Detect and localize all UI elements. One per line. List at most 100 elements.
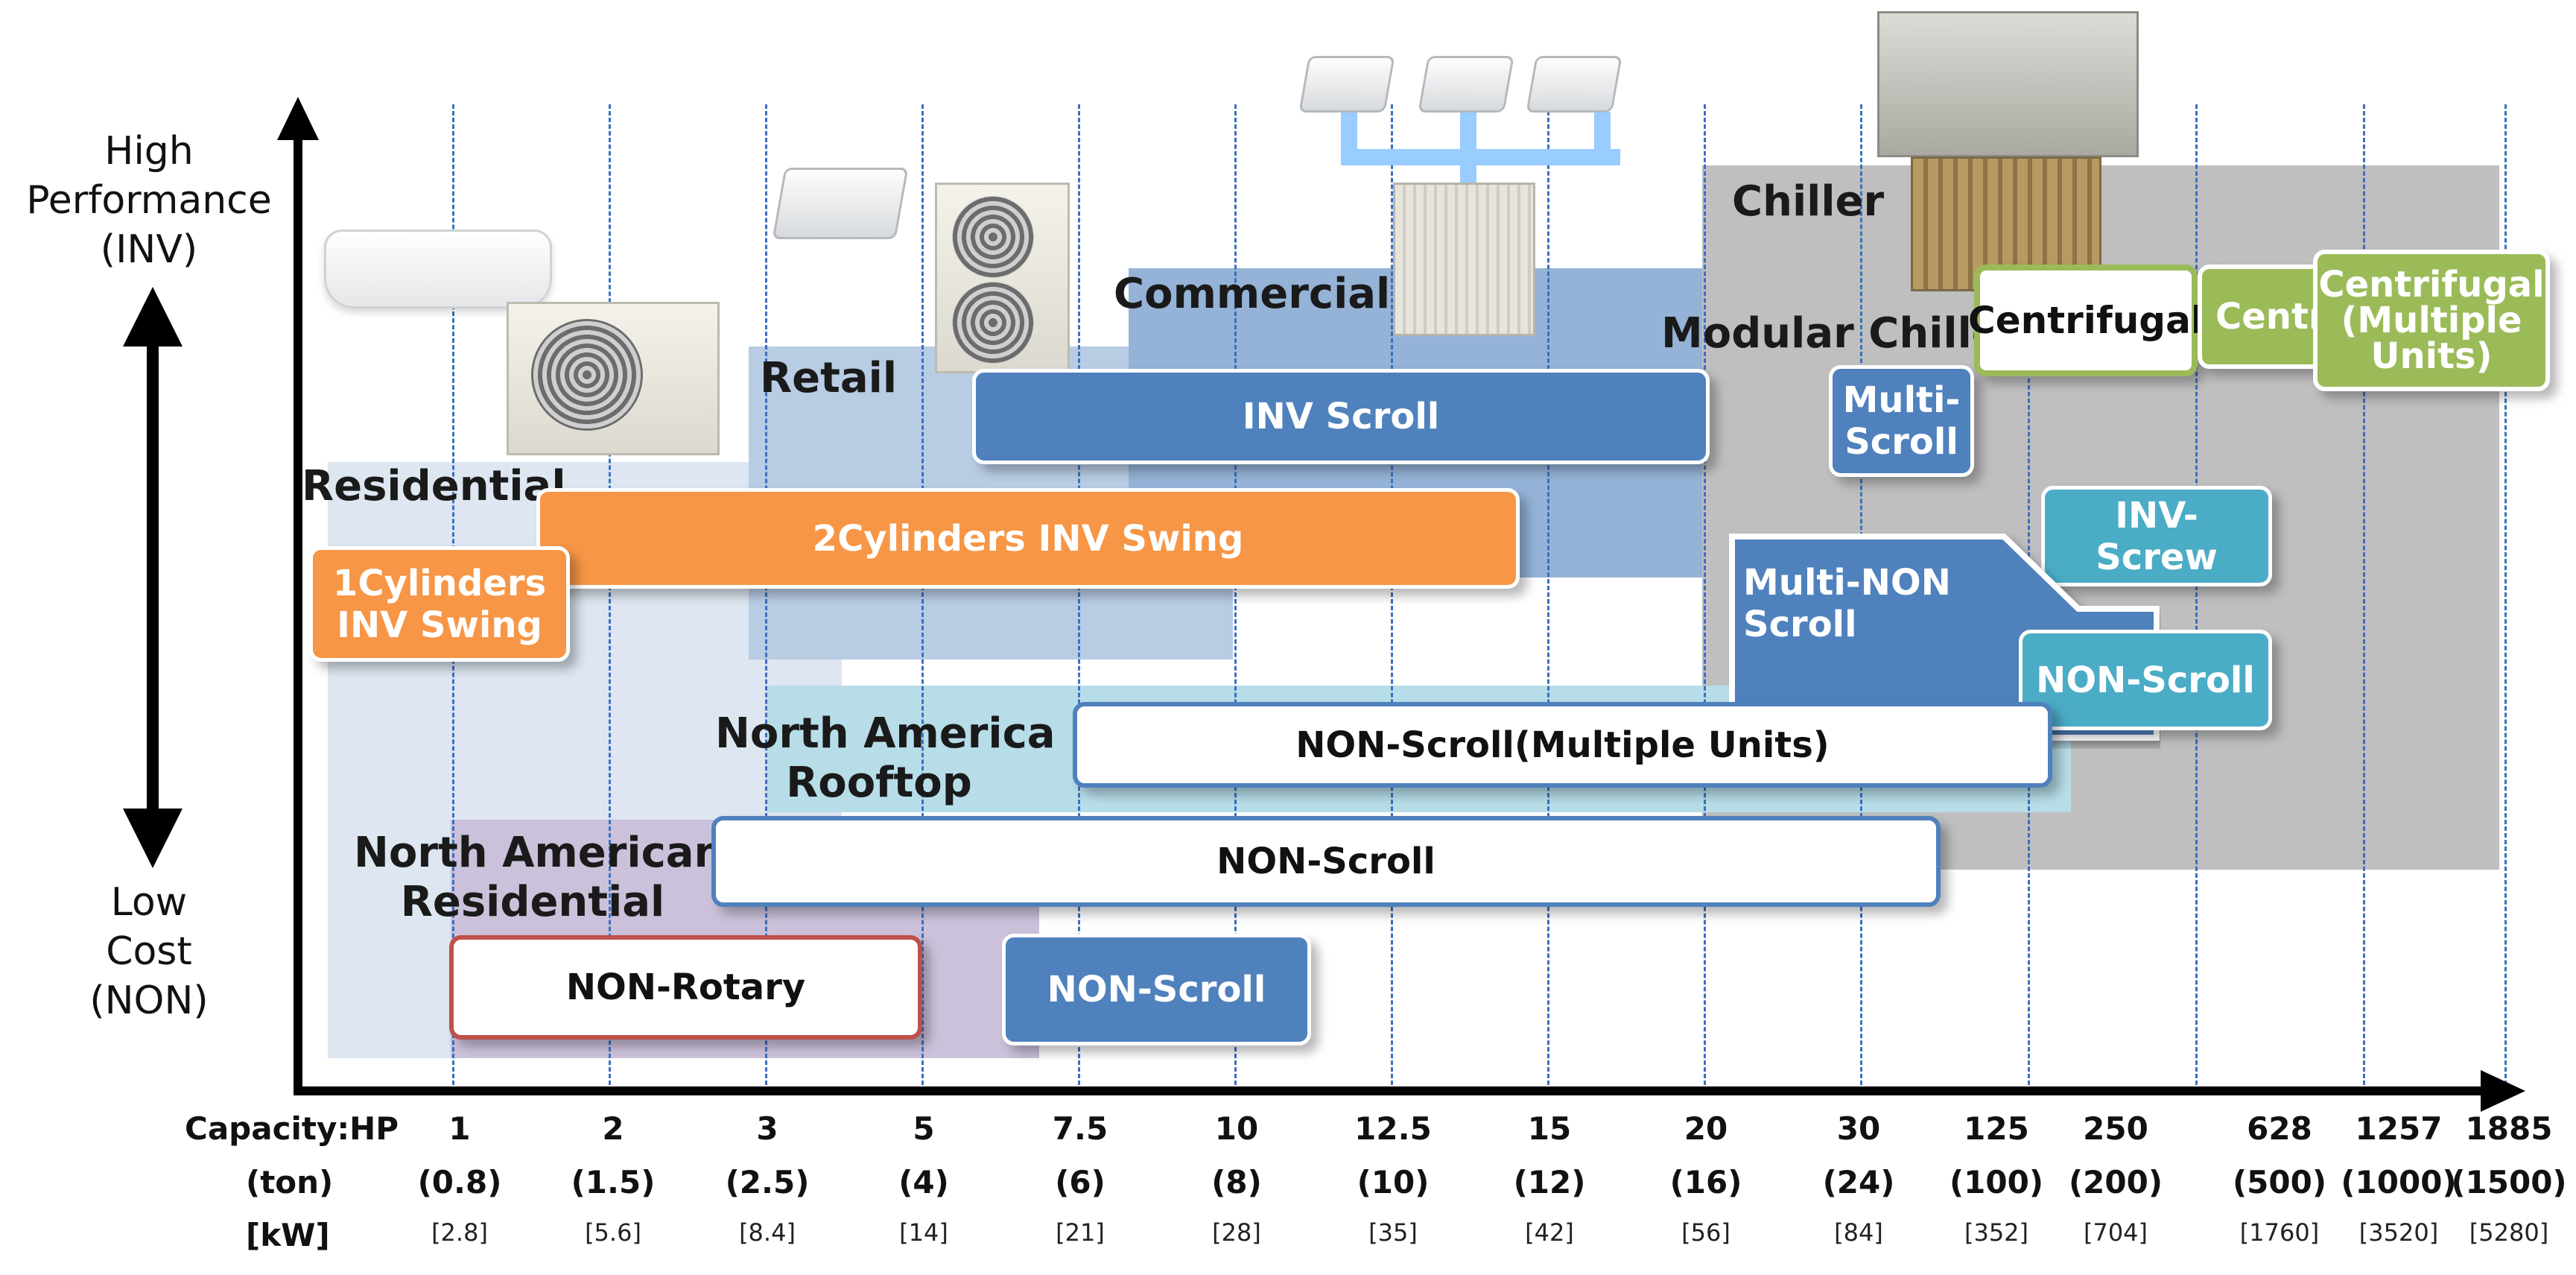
cassette-unit-photo (1298, 56, 1395, 113)
product-centrifugal: Centrifugal (1968, 265, 2204, 376)
product-non-scroll-small: NON-Scroll (1002, 934, 1311, 1045)
tick-label-kw: [5.6] (585, 1218, 641, 1247)
segment-label-commercial: Commercial (1114, 270, 1391, 318)
fan-icon (952, 282, 1034, 364)
tick-label-kw: [56] (1681, 1218, 1730, 1247)
tick-label-hp: 250 (2083, 1110, 2148, 1147)
tick-label-ton: (2.5) (725, 1164, 810, 1200)
tick-label-ton: (1.5) (571, 1164, 656, 1200)
tick-label-hp: 3 (756, 1110, 778, 1147)
tick-label-ton: (24) (1822, 1164, 1895, 1200)
tick-label-kw: [84] (1834, 1218, 1883, 1247)
cassette-unit-photo (1526, 56, 1622, 113)
y-axis-arrowhead (277, 97, 319, 140)
tick-label-hp: 125 (1964, 1110, 2029, 1147)
x-axis-line (294, 1086, 2491, 1095)
tick-label-kw: [704] (2083, 1218, 2148, 1247)
product-non-scroll-wide: NON-Scroll (711, 816, 1941, 907)
segment-label-north-america-rooftop: North America Rooftop (715, 709, 1056, 807)
tick-label-ton: (0.8) (417, 1164, 502, 1200)
product-inv-screw: INV-Screw (2041, 486, 2272, 586)
wall-unit-photo (324, 230, 552, 309)
product-2cylinders-inv-swing: 2Cylinders INV Swing (536, 488, 1520, 589)
product-multi-scroll: Multi-Scroll (1829, 365, 1974, 477)
y-label-low-cost: Low Cost (NON) (89, 880, 209, 1023)
segment-label-retail: Retail (760, 354, 898, 402)
tick-label-ton: (1000) (2341, 1164, 2457, 1200)
outdoor-unit-photo (507, 302, 720, 455)
double-arrow-icon (123, 287, 183, 868)
product-inv-scroll: INV Scroll (972, 369, 1710, 464)
segment-label-north-american-residential: North American Residential (354, 829, 724, 926)
gridline (1234, 104, 1237, 1092)
tick-label-ton: (500) (2232, 1164, 2327, 1200)
tick-label-ton: (6) (1055, 1164, 1105, 1200)
segment-label-residential: Residential (302, 462, 566, 510)
tick-label-kw: [5280] (2469, 1218, 2549, 1247)
fan-icon (952, 196, 1034, 278)
gridline (1547, 104, 1549, 1092)
vrv-outdoor-photo (1393, 183, 1535, 336)
twin-fan-outdoor-photo (935, 183, 1070, 373)
cassette-unit-photo (1418, 56, 1514, 113)
tick-label-hp: 15 (1527, 1110, 1572, 1147)
tick-label-ton: (100) (1949, 1164, 2044, 1200)
cassette-unit-photo (772, 168, 909, 239)
tick-label-hp: 20 (1684, 1110, 1728, 1147)
tick-label-hp: 1257 (2355, 1110, 2443, 1147)
segment-label-modular-chiller: Modular Chiller (1661, 309, 2021, 358)
tick-label-hp: 30 (1836, 1110, 1881, 1147)
tick-label-kw: [352] (1964, 1218, 2029, 1247)
tick-label-kw: [42] (1525, 1218, 1574, 1247)
gridline (921, 104, 924, 1092)
tick-label-ton: (10) (1357, 1164, 1430, 1200)
capacity-kw-title: [kW] (246, 1217, 330, 1253)
tick-label-kw: [3520] (2358, 1218, 2439, 1247)
tick-label-hp: 1 (448, 1110, 471, 1147)
gridline (1391, 104, 1393, 1092)
tick-label-ton: (12) (1513, 1164, 1586, 1200)
tick-label-hp: 10 (1214, 1110, 1259, 1147)
centrifugal-chiller-photo (1877, 11, 2139, 157)
tick-label-kw: [28] (1212, 1218, 1261, 1247)
tick-label-ton: (200) (2068, 1164, 2163, 1200)
product-non-rotary: NON-Rotary (449, 935, 922, 1040)
gridline (609, 104, 611, 1092)
tick-label-hp: 1885 (2465, 1110, 2553, 1147)
product-non-scroll-multiple-units: NON-Scroll(Multiple Units) (1073, 702, 2052, 788)
tick-label-ton: (4) (898, 1164, 949, 1200)
tick-label-ton: (1500) (2451, 1164, 2567, 1200)
tick-label-hp: 2 (602, 1110, 624, 1147)
gridline (2504, 104, 2507, 1092)
product-non-scroll-chiller: NON-Scroll (2019, 630, 2272, 730)
gridline (2363, 104, 2365, 1092)
segment-label-chiller: Chiller (1732, 177, 1885, 226)
tick-label-hp: 5 (913, 1110, 935, 1147)
x-axis-arrowhead (2481, 1070, 2525, 1112)
y-label-high-performance: High Performance (INV) (26, 129, 272, 272)
tick-label-ton: (16) (1669, 1164, 1742, 1200)
tick-label-ton: (8) (1211, 1164, 1262, 1200)
capacity-hp-title: Capacity:HP (185, 1110, 399, 1147)
tick-label-kw: [1760] (2239, 1218, 2320, 1247)
tick-label-hp: 7.5 (1052, 1110, 1108, 1147)
y-axis-line (294, 130, 302, 1095)
gridline (2195, 104, 2198, 1092)
gridline (765, 104, 767, 1092)
tick-label-kw: [14] (899, 1218, 948, 1247)
gridline (1704, 104, 1706, 1092)
capacity-ton-title: (ton) (246, 1164, 334, 1200)
tick-label-kw: [21] (1056, 1218, 1105, 1247)
tick-label-kw: [35] (1368, 1218, 1418, 1247)
tick-label-kw: [8.4] (739, 1218, 796, 1247)
tick-label-hp: 12.5 (1354, 1110, 1432, 1147)
fan-icon (531, 319, 643, 431)
tick-label-kw: [2.8] (431, 1218, 488, 1247)
vrv-pipe-connection (1341, 112, 1620, 201)
gridline (1078, 104, 1080, 1092)
tick-label-hp: 628 (2247, 1110, 2312, 1147)
